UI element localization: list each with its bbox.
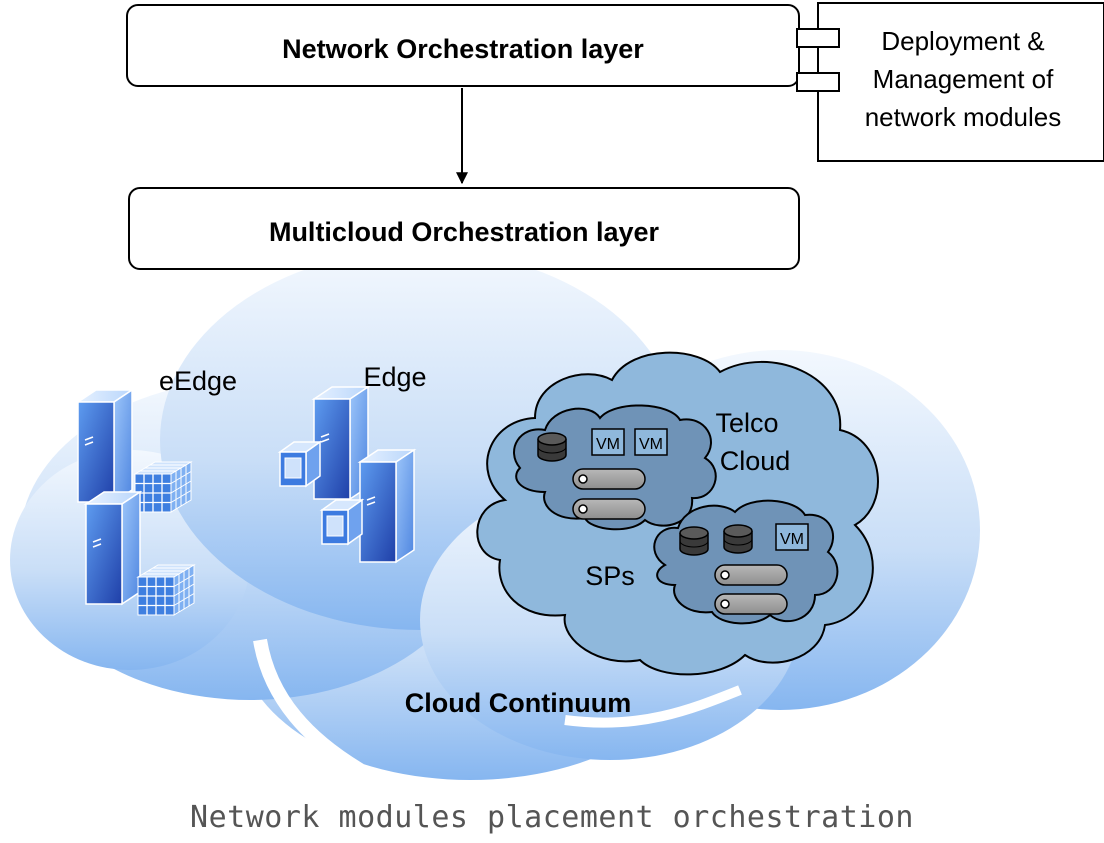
multicloud-orchestration-box xyxy=(128,187,800,270)
vm-box: VM xyxy=(775,523,809,551)
component-label-line2: Management of xyxy=(873,64,1054,94)
svg-text:VM: VM xyxy=(596,436,620,453)
server-pill-icon xyxy=(572,468,646,490)
server-pill-icon xyxy=(714,564,788,586)
component-label-line3: network modules xyxy=(865,102,1062,132)
component-label-line1: Deployment & xyxy=(881,26,1044,56)
database-icon xyxy=(723,524,753,554)
eedge-label: eEdge xyxy=(159,366,237,396)
deployment-management-component: Deployment & Management of network modul… xyxy=(796,2,1104,162)
server-pill-icon xyxy=(714,593,788,615)
network-orchestration-label: Network Orchestration layer xyxy=(282,34,644,64)
vm-box: VM xyxy=(634,428,668,456)
cloud-continuum-label: Cloud Continuum xyxy=(405,688,631,718)
database-icon xyxy=(679,526,709,556)
figure-caption: Network modules placement orchestration xyxy=(190,800,914,835)
telco-label-line2: Cloud xyxy=(720,446,791,476)
component-port-bottom xyxy=(796,72,840,92)
edge-label: Edge xyxy=(363,362,426,392)
server-pill-icon xyxy=(572,498,646,520)
telco-label-line1: Telco xyxy=(715,408,778,438)
sps-label: SPs xyxy=(585,561,635,591)
multicloud-orchestration-label: Multicloud Orchestration layer xyxy=(269,217,660,247)
component-port-top xyxy=(796,28,840,48)
database-icon xyxy=(537,432,567,462)
svg-text:VM: VM xyxy=(639,436,663,453)
svg-text:VM: VM xyxy=(780,531,804,548)
vm-box: VM xyxy=(591,428,625,456)
